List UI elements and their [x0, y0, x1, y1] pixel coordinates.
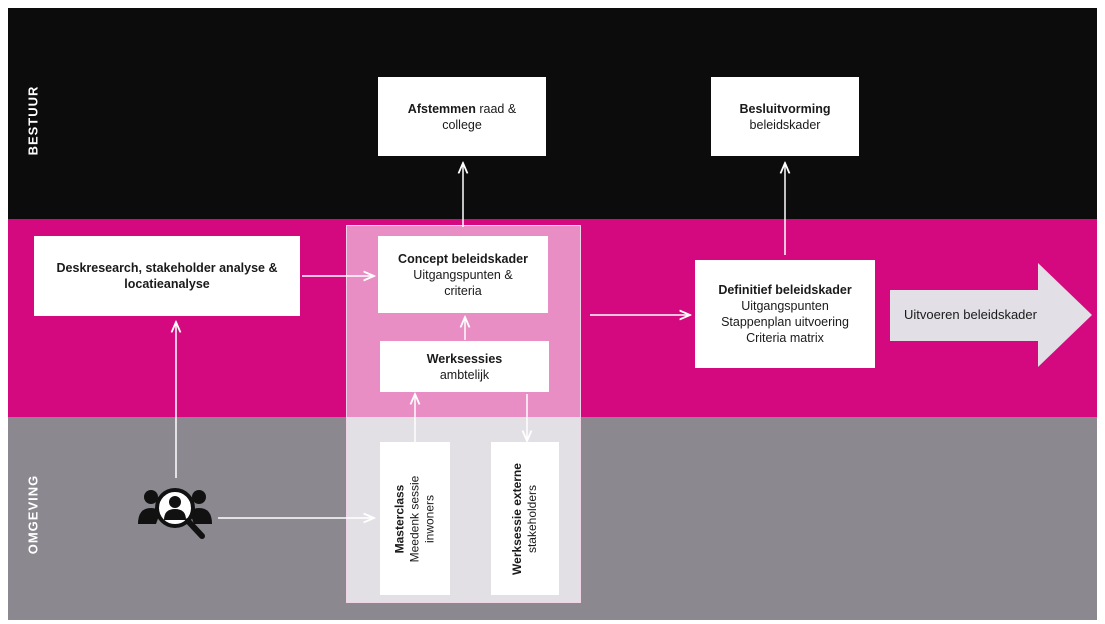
concept-beleidskader-box: Concept beleidskader Uitgangspunten & cr…: [378, 236, 548, 313]
concept-bold: Concept beleidskader: [398, 251, 528, 266]
definitief-line2: Uitgangspunten: [741, 299, 829, 313]
people-search-icon: [138, 488, 212, 539]
concept-line2: Uitgangspunten &: [413, 267, 513, 282]
externe-line2: stakeholders: [525, 484, 539, 553]
werksessies-box: Werksessies ambtelijk: [380, 341, 549, 392]
masterclass-text: Masterclass Meedenk sessie inwoners: [393, 444, 438, 594]
werksessie-externe-box: Werksessie externe stakeholders: [491, 442, 559, 595]
afstemmen-rest: raad &: [475, 101, 517, 116]
masterclass-box: Masterclass Meedenk sessie inwoners: [380, 442, 450, 595]
desk-line2: locatieanalyse: [124, 277, 210, 291]
masterclass-line3: inwoners: [422, 494, 437, 543]
afstemmen-box: Afstemmen raad & college: [378, 77, 546, 156]
masterclass-bold: Masterclass: [392, 484, 407, 553]
concept-line3: criteria: [444, 283, 482, 298]
afstemmen-bold: Afstemmen: [407, 101, 476, 116]
definitief-beleidskader-box: Definitief beleidskader Uitgangspunten S…: [695, 260, 875, 368]
desk-line1: Deskresearch, stakeholder analyse &: [56, 261, 278, 275]
werksessies-line2: ambtelijk: [439, 367, 490, 382]
masterclass-line2: Meedenk sessie: [407, 475, 422, 562]
definitief-line4: Criteria matrix: [746, 331, 824, 345]
bestuur-band: [8, 8, 1097, 219]
deskresearch-box: Deskresearch, stakeholder analyse & loca…: [34, 236, 300, 316]
afstemmen-line2: college: [442, 117, 482, 132]
uitvoeren-label: Uitvoeren beleidskader: [904, 307, 1037, 322]
definitief-line3: Stappenplan uitvoering: [721, 315, 849, 329]
besluit-bold: Besluitvorming: [739, 101, 831, 116]
externe-text: Werksessie externe stakeholders: [510, 444, 540, 594]
besluit-line2: beleidskader: [749, 117, 821, 132]
besluitvorming-box: Besluitvorming beleidskader: [711, 77, 859, 156]
final-arrow-shape: [890, 263, 1092, 367]
definitief-bold: Definitief beleidskader: [718, 283, 852, 297]
externe-bold: Werksessie externe: [510, 462, 524, 575]
werksessies-bold: Werksessies: [426, 351, 503, 366]
